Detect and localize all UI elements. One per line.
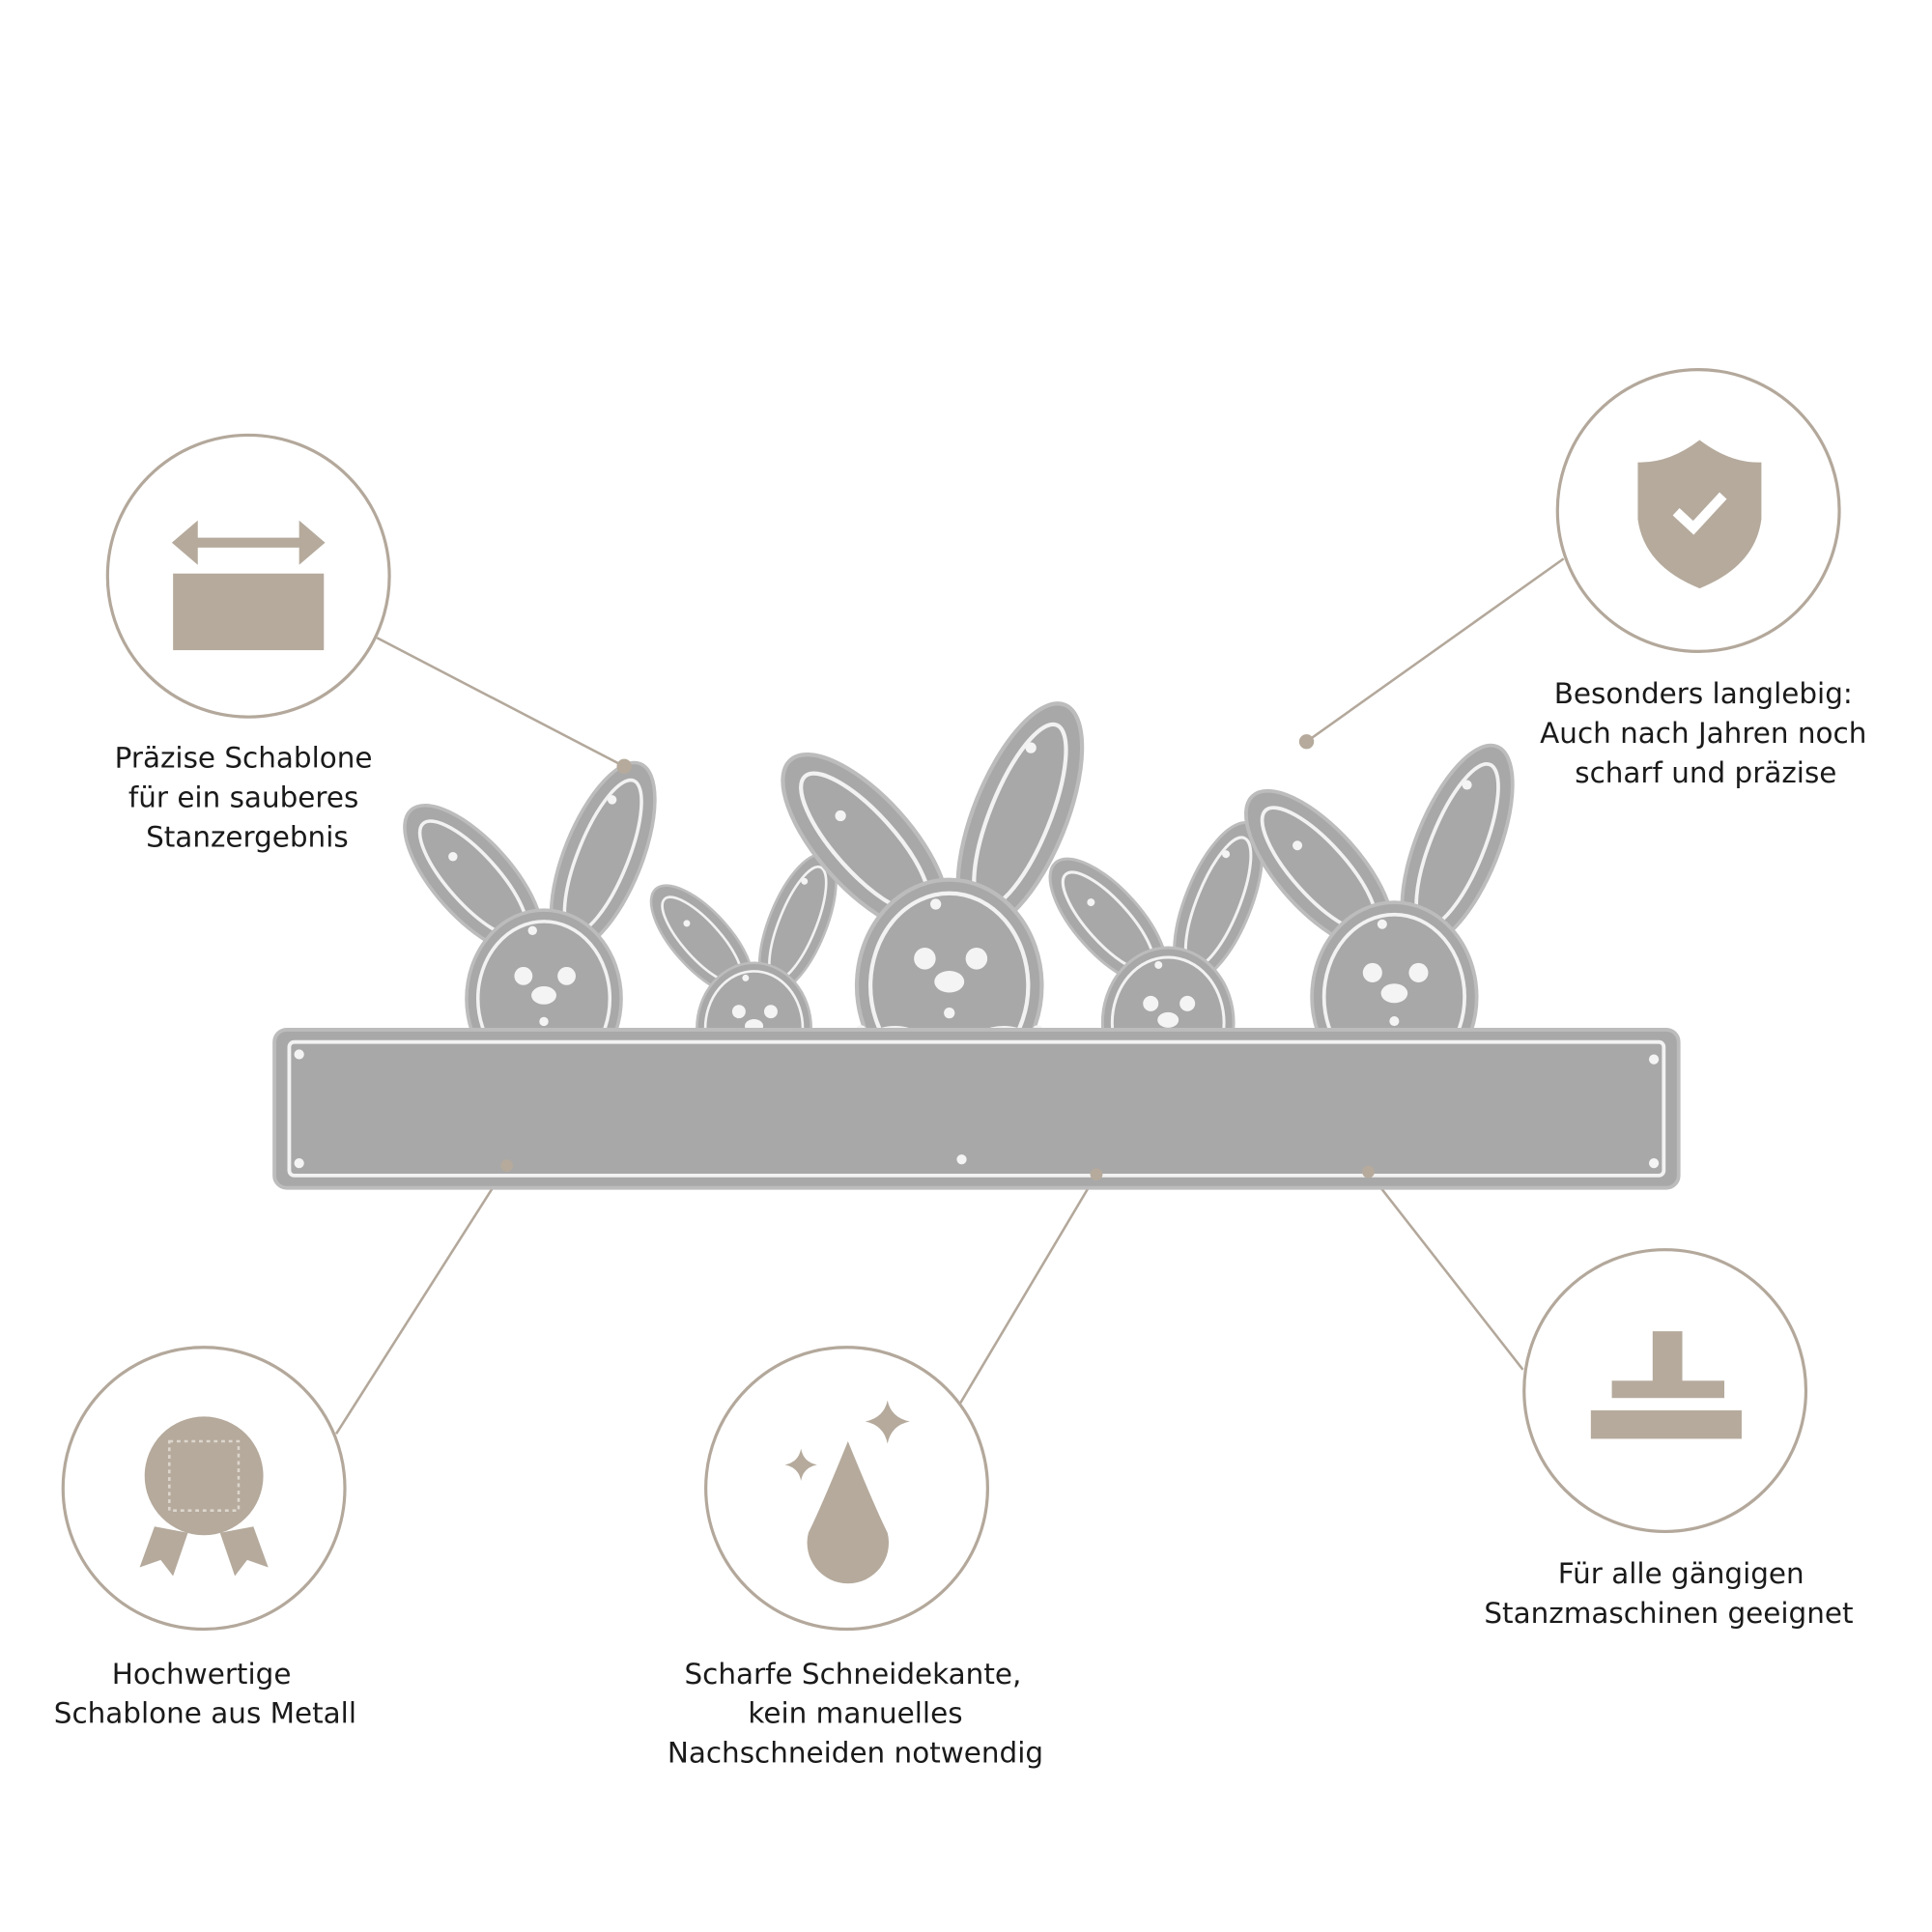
die-base-strip — [272, 1027, 1681, 1190]
connector-line — [959, 1173, 1098, 1404]
connector-line — [1367, 1171, 1524, 1371]
sharp-drop-icon — [784, 1400, 910, 1584]
feature-label-line: für ein sauberes — [128, 781, 358, 814]
shield-check-icon — [1637, 440, 1762, 589]
feature-label-line: Stanzergebnis — [146, 821, 349, 854]
feature-label-line: Präzise Schablone — [115, 742, 373, 775]
feature-label-line: kein manuelles — [748, 1697, 962, 1730]
feature-label-line: Besonders langlebig: — [1554, 677, 1853, 710]
connector-line — [376, 637, 625, 768]
feature-label-line: Auch nach Jahren noch — [1540, 717, 1866, 750]
feature-label-line: Nachschneiden notwendig — [668, 1737, 1043, 1770]
connector-line — [1305, 557, 1565, 743]
feature-label-line: Schablone aus Metall — [54, 1697, 356, 1730]
connector-line — [334, 1164, 508, 1435]
feature-label-line: Scharfe Schneidekante, — [685, 1658, 1022, 1690]
svg-text:Besonders langlebig:Auch nach: Besonders langlebig: Auch nach Jahren noc… — [1540, 677, 1866, 789]
feature-label-line: Stanzmaschinen geeignet — [1484, 1597, 1853, 1630]
feature-label-line: Hochwertige — [112, 1658, 292, 1690]
feature-durable: Besonders langlebig: Auch nach Jahren noc… — [1540, 367, 1866, 789]
medal-icon — [139, 1416, 269, 1577]
feature-label-line: Für alle gängigen — [1558, 1557, 1804, 1590]
svg-text:Scharfe Schneidekante,kein man: Scharfe Schneidekante, kein manuellesNach… — [668, 1658, 1043, 1770]
width-arrow-rectangle-icon — [171, 520, 326, 651]
bunny-cutting-die — [272, 688, 1681, 1190]
press-stamp-icon — [1590, 1331, 1742, 1439]
feature-label-line: scharf und präzise — [1575, 756, 1836, 789]
